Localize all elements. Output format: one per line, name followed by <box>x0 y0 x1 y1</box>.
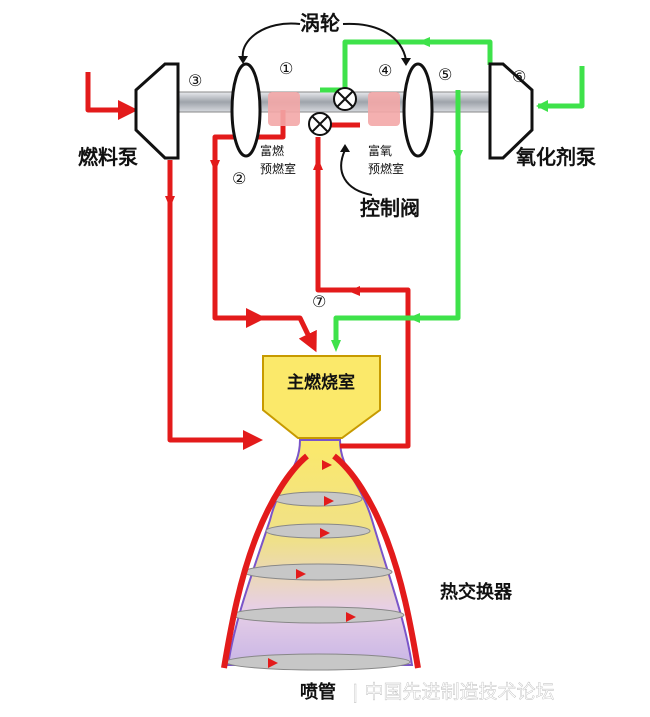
marker-4: ④ <box>378 61 392 80</box>
fuel-turbine-shape <box>230 62 262 158</box>
nozzle-body <box>226 439 414 666</box>
callout-arrowheads <box>238 56 411 152</box>
oxidizer-pump-label: 氧化剂泵 <box>515 145 596 169</box>
control-valve-label: 控制阀 <box>360 196 420 220</box>
ox-rich-preburner-label-2: 预燃室 <box>368 161 404 176</box>
oxidizer-pump-shape <box>488 62 534 160</box>
ox-rich-preburner-label-1: 富氧 <box>368 143 392 158</box>
ox-rich-preburner-shape <box>368 92 400 126</box>
marker-2: ② <box>232 169 246 188</box>
turbine-label: 涡轮 <box>300 11 340 35</box>
fuel-pump-shape <box>134 62 180 160</box>
oxidizer-arrowheads <box>331 37 548 352</box>
nozzle-left-coolant-line <box>221 453 309 669</box>
nozzle-right-coolant-line <box>332 453 421 669</box>
nozzle-label: 喷管 <box>300 681 336 703</box>
nozzle-flow-arrows <box>268 460 356 668</box>
marker-3: ③ <box>188 71 202 90</box>
fuel-pump-label: 燃料泵 <box>78 145 138 169</box>
marker-7: ⑦ <box>312 292 326 311</box>
marker-6: ⑥ <box>512 67 526 86</box>
marker-5: ⑤ <box>438 65 452 84</box>
fuel-rich-preburner-label-1: 富燃 <box>260 143 284 158</box>
control-valve-upper <box>333 87 357 111</box>
callout-arrows <box>241 22 407 196</box>
control-valve-lower <box>308 112 332 136</box>
oxidizer-lines <box>320 39 585 345</box>
fuel-rich-preburner-shape <box>268 92 300 126</box>
marker-1: ① <box>279 59 293 78</box>
fuel-arrowheads <box>165 158 360 445</box>
oxidizer-turbine-shape <box>402 62 434 158</box>
main-combustion-chamber-shape <box>262 355 381 439</box>
fuel-lines <box>85 72 411 450</box>
heat-exchanger-label: 热交换器 <box>440 581 513 603</box>
main-chamber-label: 主燃烧室 <box>287 372 355 393</box>
watermark-text: | 中国先进制造技术论坛 <box>352 681 554 703</box>
fuel-rich-preburner-label-2: 预燃室 <box>260 161 296 176</box>
